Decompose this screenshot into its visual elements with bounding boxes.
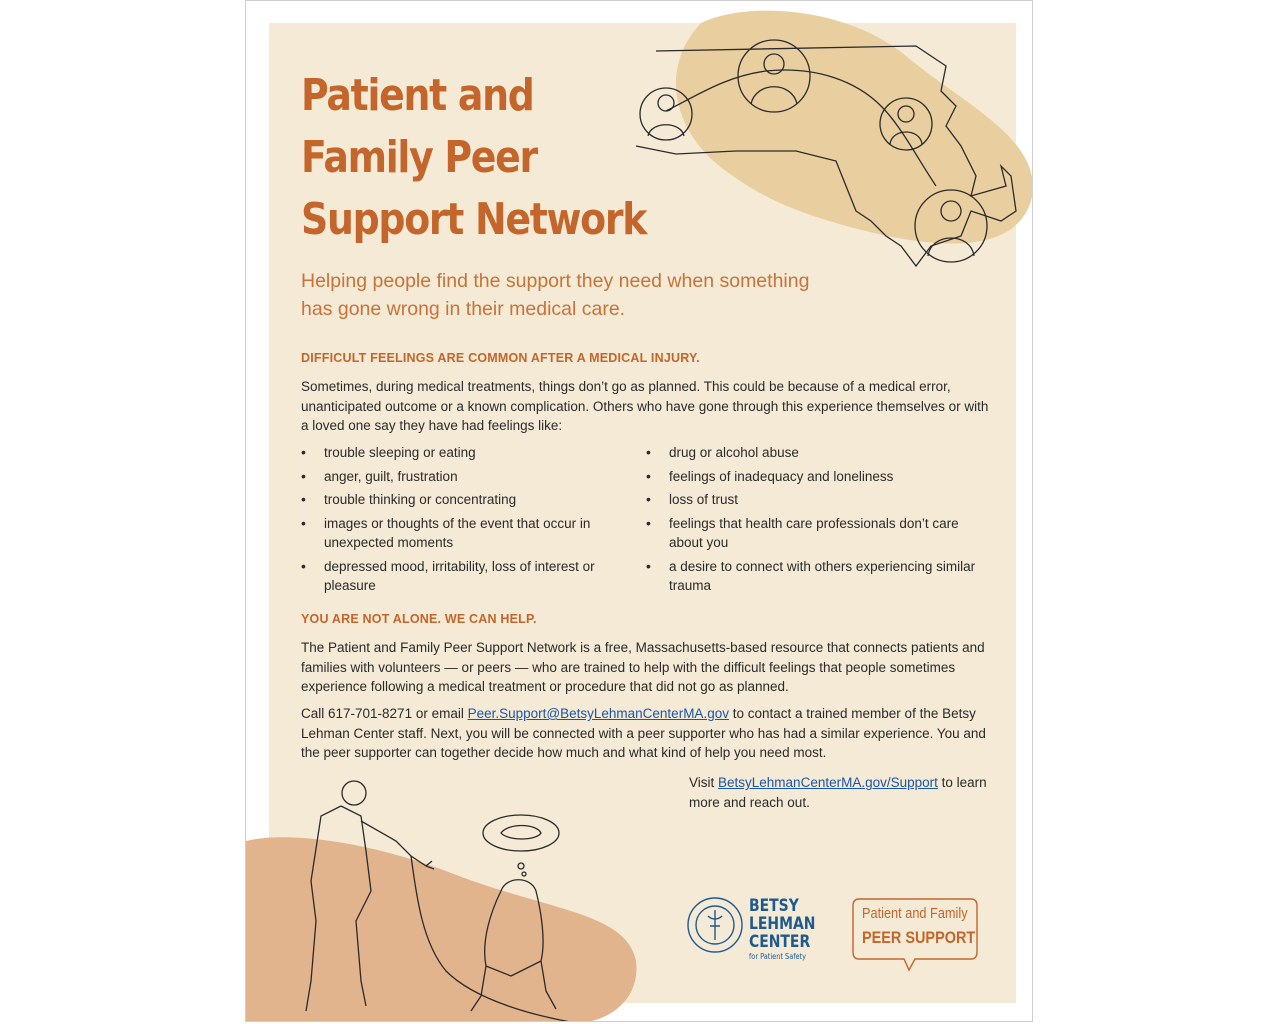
- person-node-2: [737, 39, 811, 113]
- person-node-3: [879, 97, 933, 151]
- peer-support-logo-line2: PEER SUPPORT: [862, 928, 976, 947]
- list-item: loss of trust: [646, 490, 986, 510]
- massachusetts-seal-icon: [687, 897, 743, 953]
- list-item: anger, guilt, frustration: [301, 467, 631, 487]
- list-item: trouble sleeping or eating: [301, 443, 631, 463]
- list-item: feelings that health care professionals …: [646, 514, 986, 553]
- support-website-link[interactable]: BetsyLehmanCenterMA.gov/Support: [718, 775, 938, 790]
- page-title: Patient and Family Peer Support Network: [301, 70, 647, 245]
- visit-paragraph: Visit BetsyLehmanCenterMA.gov/Support to…: [689, 775, 987, 810]
- list-item: drug or alcohol abuse: [646, 443, 986, 463]
- peer-support-logo-bubble: [852, 898, 978, 972]
- subtitle: Helping people find the support they nee…: [301, 270, 810, 320]
- email-link[interactable]: Peer.Support@BetsyLehmanCenterMA.gov: [467, 706, 729, 721]
- thought-bubble: [482, 814, 560, 852]
- list-item: feelings of inadequacy and loneliness: [646, 467, 986, 487]
- flyer-page: Patient and Family Peer Support Network …: [245, 0, 1033, 1022]
- state-outline: [635, 45, 1017, 268]
- person-node-1: [639, 87, 693, 141]
- section-intro-paragraph: Sometimes, during medical treatments, th…: [301, 379, 989, 433]
- peer-support-illustration: [305, 780, 569, 1021]
- list-item: a desire to connect with others experien…: [646, 557, 986, 596]
- person-node-4: [914, 189, 988, 263]
- feelings-list-left: trouble sleeping or eating anger, guilt,…: [301, 443, 631, 600]
- betsy-lehman-center-logo: BETSY LEHMAN CENTER for Patient Safety: [749, 896, 816, 961]
- list-item: depressed mood, irritability, loss of in…: [301, 557, 631, 596]
- feelings-list-right: drug or alcohol abuse feelings of inadeq…: [646, 443, 986, 600]
- list-item: trouble thinking or concentrating: [301, 490, 631, 510]
- list-item: images or thoughts of the event that occ…: [301, 514, 631, 553]
- network-description-paragraph: The Patient and Family Peer Support Netw…: [301, 640, 985, 694]
- connection-line: [665, 69, 937, 187]
- peer-support-logo-line1: Patient and Family: [862, 905, 968, 922]
- section-heading-help: YOU ARE NOT ALONE. WE CAN HELP.: [301, 612, 537, 626]
- section-heading-feelings: DIFFICULT FEELINGS ARE COMMON AFTER A ME…: [301, 351, 700, 365]
- contact-paragraph: Call 617-701-8271 or email Peer.Support@…: [301, 706, 986, 760]
- massachusetts-map-illustration: [635, 39, 1017, 268]
